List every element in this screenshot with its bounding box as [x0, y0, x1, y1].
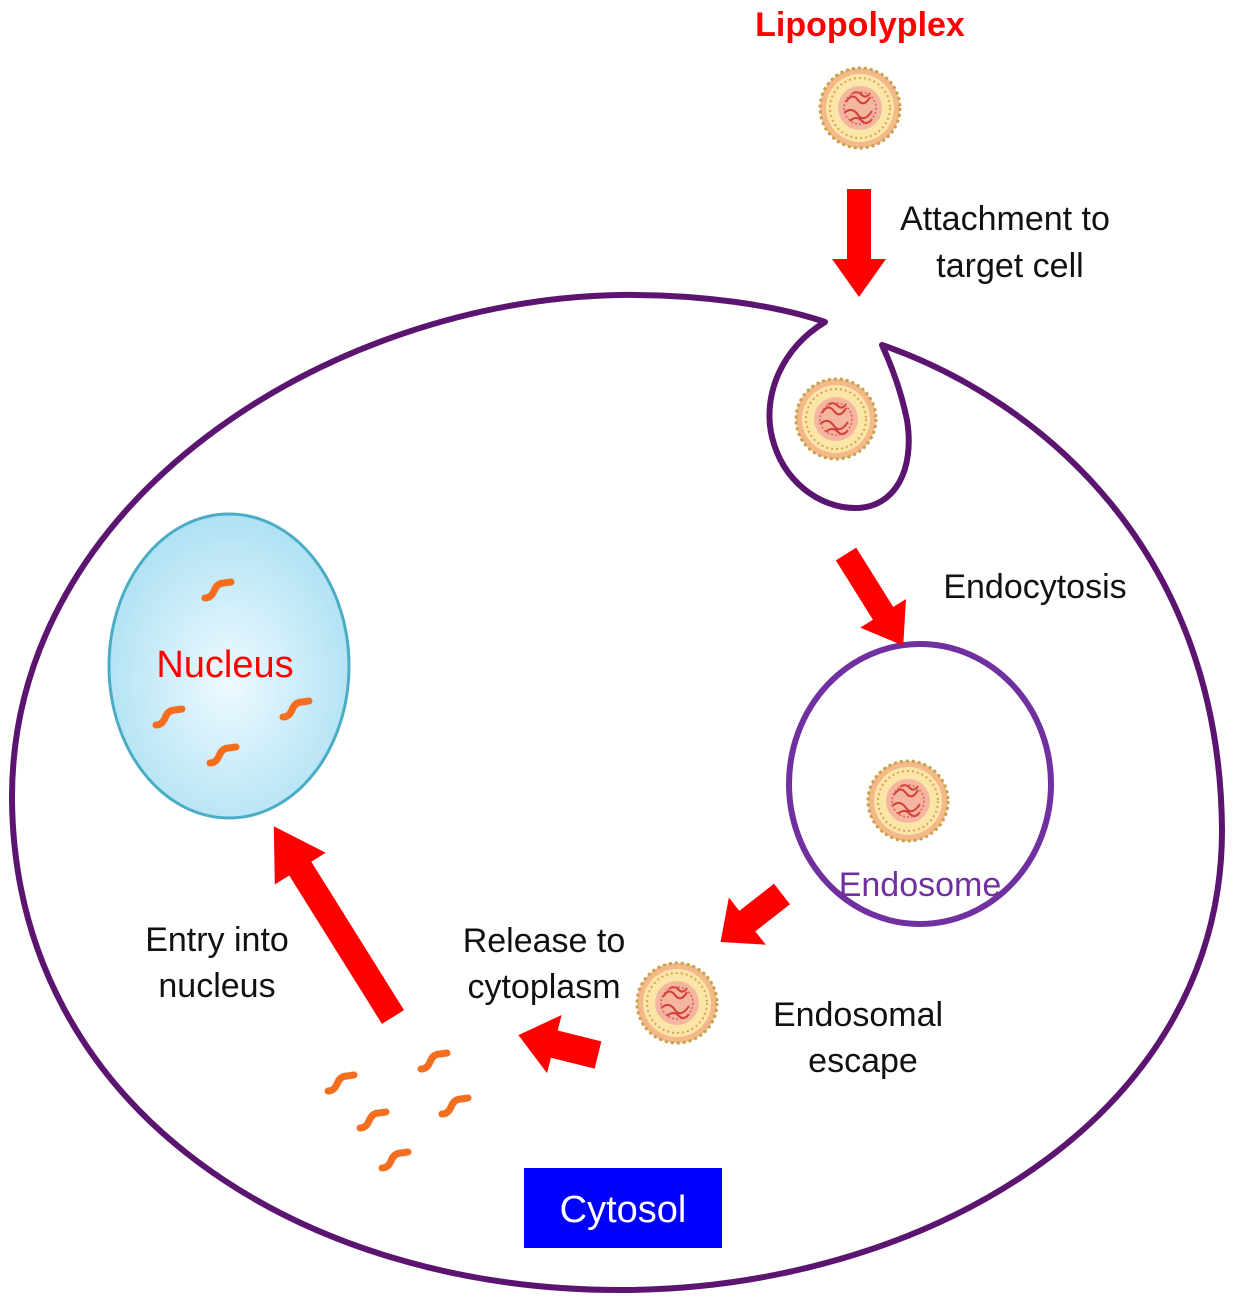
- released-particle: [635, 961, 719, 1045]
- entry-label-line2: nucleus: [158, 967, 275, 1005]
- lipopolyplex-particle: [818, 66, 902, 150]
- entry-label-line1: Entry into: [145, 921, 289, 959]
- nucleus-label: Nucleus: [156, 644, 293, 686]
- arrow-endosomal-escape: [720, 883, 791, 945]
- arrow-attachment: [832, 189, 886, 297]
- cell-membrane: [8, 291, 1225, 1293]
- arrow-entry-nucleus: [273, 826, 405, 1024]
- endosome-particle: [866, 759, 950, 843]
- arrow-endocytosis: [835, 547, 906, 646]
- escape-label-line2: escape: [808, 1042, 918, 1080]
- cytosol-box: [524, 1168, 722, 1248]
- attachment-label-line2: target cell: [936, 247, 1083, 285]
- release-label-line2: cytoplasm: [467, 968, 620, 1006]
- lipopolyplex-label: Lipopolyplex: [755, 6, 965, 44]
- escape-label-line1: Endosomal: [773, 996, 943, 1034]
- endocytosis-label: Endocytosis: [943, 568, 1126, 606]
- attachment-label-line1: Attachment to: [900, 200, 1110, 238]
- cytosol-label: Cytosol: [560, 1189, 687, 1231]
- release-label-line1: Release to: [463, 922, 626, 960]
- internalized-particle: [794, 377, 878, 461]
- endosome-label: Endosome: [839, 866, 1002, 904]
- arrow-release: [518, 1015, 602, 1074]
- nucleus: [107, 512, 351, 820]
